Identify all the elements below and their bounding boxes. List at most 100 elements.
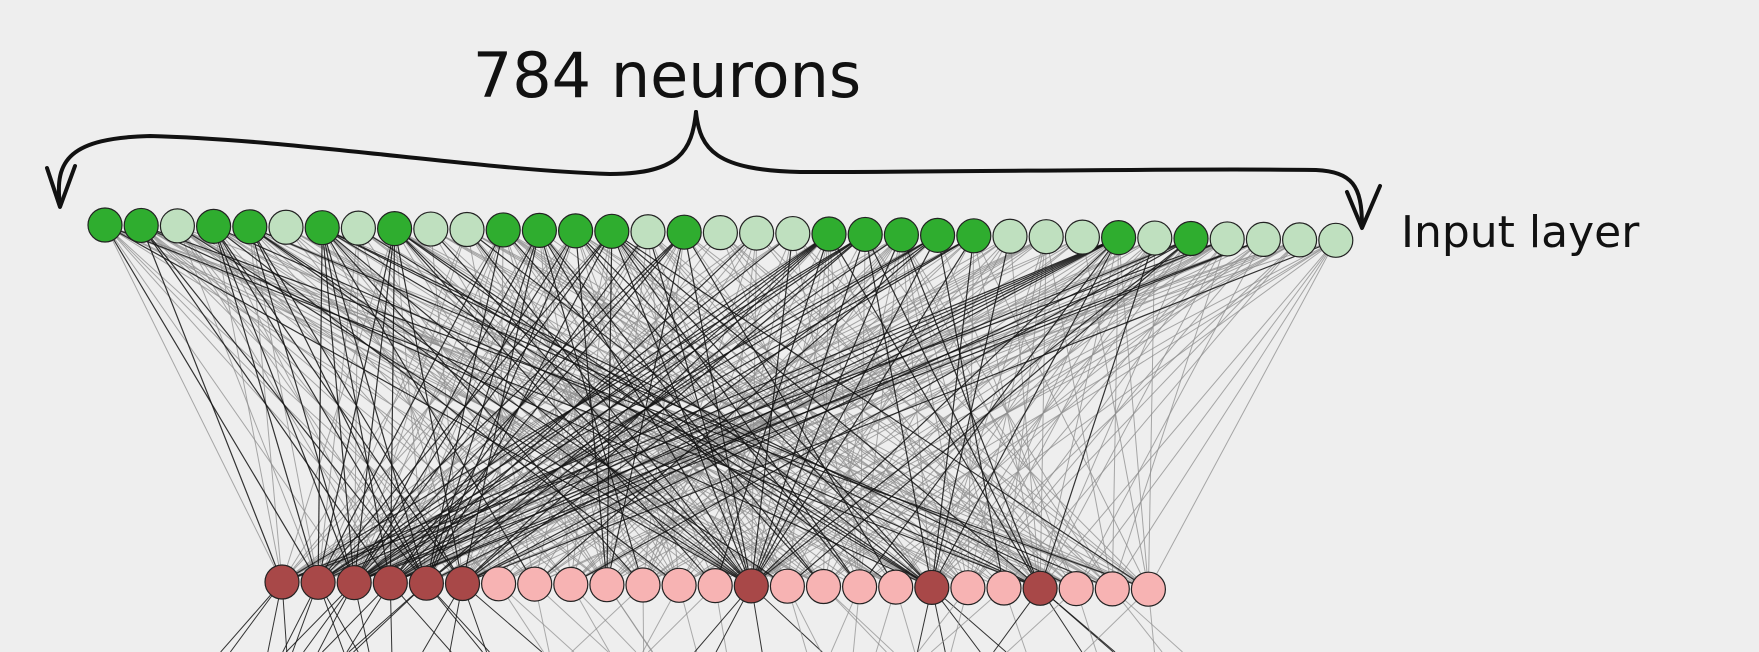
hidden-neuron-3 bbox=[372, 565, 408, 601]
input-neuron-1 bbox=[123, 207, 159, 244]
edge-input-30-hidden-2 bbox=[353, 237, 1192, 584]
input-neuron-3 bbox=[196, 208, 232, 244]
edge-input-12-hidden-2 bbox=[353, 230, 540, 583]
input-neuron-5 bbox=[268, 209, 304, 245]
input-neuron-22 bbox=[883, 217, 920, 253]
edge-input-28-hidden-5 bbox=[462, 237, 1119, 585]
hidden-neuron-24 bbox=[1130, 571, 1167, 607]
input-layer-label: Input layer bbox=[1401, 207, 1640, 258]
hidden-neuron-18 bbox=[914, 569, 950, 606]
edge-input-8-hidden-13 bbox=[394, 228, 752, 587]
edge-input-34-hidden-13 bbox=[751, 239, 1337, 587]
hidden-neuron-14 bbox=[769, 568, 806, 604]
input-neuron-13 bbox=[557, 213, 594, 249]
edge-input-3-hidden-0 bbox=[213, 226, 283, 583]
hidden-neuron-20 bbox=[986, 570, 1022, 606]
edge-input-24-hidden-2 bbox=[353, 235, 975, 584]
edge-input-14-hidden-16 bbox=[611, 230, 861, 588]
input-neuron-18 bbox=[738, 215, 775, 251]
input-neuron-28 bbox=[1100, 220, 1137, 256]
edge-input-28-hidden-13 bbox=[750, 237, 1120, 587]
edge-input-1-hidden-0 bbox=[140, 225, 283, 583]
input-neuron-4 bbox=[232, 209, 268, 245]
right-arrow-head bbox=[1345, 184, 1382, 230]
hidden-neuron-10 bbox=[625, 567, 661, 603]
edge-input-34-hidden-22 bbox=[1075, 240, 1337, 589]
edge-input-3-hidden-1 bbox=[213, 226, 319, 583]
edge-input-32-hidden-2 bbox=[353, 238, 1264, 584]
edge-input-24-hidden-3 bbox=[389, 235, 975, 584]
hidden-neuron-15 bbox=[805, 568, 842, 605]
input-neuron-6 bbox=[304, 210, 340, 246]
edge-input-28-hidden-2 bbox=[353, 237, 1119, 584]
left-arrow-head bbox=[45, 164, 77, 209]
input-neuron-16 bbox=[666, 214, 702, 250]
hidden-neuron-23 bbox=[1094, 571, 1130, 607]
edge-input-8-hidden-1 bbox=[317, 228, 396, 583]
input-neuron-23 bbox=[919, 217, 956, 253]
input-neuron-17 bbox=[702, 215, 739, 251]
edge-input-6-hidden-1 bbox=[317, 227, 323, 583]
edge-input-21-hidden-1 bbox=[317, 233, 866, 583]
hidden-neuron-1 bbox=[300, 564, 336, 600]
hidden-neuron-0 bbox=[264, 564, 300, 600]
input-neuron-7 bbox=[340, 210, 376, 246]
hidden-neuron-11 bbox=[661, 567, 697, 603]
input-neuron-34 bbox=[1318, 222, 1354, 258]
edge-input-33-hidden-20 bbox=[1003, 239, 1300, 589]
input-neuron-32 bbox=[1245, 221, 1282, 257]
edge-input-34-hidden-23 bbox=[1111, 240, 1337, 590]
input-neuron-11 bbox=[485, 212, 521, 248]
hidden-neuron-19 bbox=[950, 570, 986, 606]
neuron-count-annotation: 784 neurons bbox=[473, 39, 861, 112]
edge-input-28-hidden-1 bbox=[317, 237, 1119, 583]
edge-input-33-hidden-7 bbox=[534, 239, 1300, 585]
hidden-neuron-5 bbox=[444, 565, 481, 602]
input-neuron-15 bbox=[630, 214, 666, 250]
hidden-neuron-9 bbox=[589, 567, 625, 603]
edge-input-21-hidden-13 bbox=[750, 234, 866, 587]
hidden-neuron-17 bbox=[878, 569, 914, 605]
input-neuron-2 bbox=[159, 208, 195, 244]
edge-input-29-hidden-21 bbox=[1039, 237, 1156, 589]
input-neuron-19 bbox=[775, 215, 811, 252]
edge-input-4-hidden-2 bbox=[249, 226, 355, 583]
edge-input-11-hidden-1 bbox=[317, 229, 504, 583]
edge-input-34-hidden-5 bbox=[462, 239, 1337, 585]
edge-input-24-hidden-13 bbox=[750, 235, 975, 587]
hidden-neuron-7 bbox=[517, 566, 553, 602]
edge-input-14-hidden-2 bbox=[353, 230, 613, 583]
brace-right-arm bbox=[694, 110, 1364, 228]
input-neuron-9 bbox=[413, 211, 449, 247]
edge-input-31-hidden-0 bbox=[281, 238, 1228, 583]
input-neuron-8 bbox=[377, 211, 413, 247]
input-layer-neurons bbox=[87, 207, 1354, 258]
input-neuron-14 bbox=[594, 213, 630, 249]
input-neuron-31 bbox=[1209, 221, 1245, 257]
edge-input-8-hidden-2 bbox=[353, 228, 396, 583]
input-neuron-29 bbox=[1137, 220, 1173, 256]
input-neuron-24 bbox=[956, 218, 992, 254]
hidden-neuron-2 bbox=[336, 564, 372, 601]
hidden-neuron-16 bbox=[841, 569, 878, 605]
edge-input-28-hidden-0 bbox=[281, 237, 1119, 583]
input-neuron-12 bbox=[521, 212, 558, 248]
edge-input-6-hidden-18 bbox=[321, 227, 933, 588]
edge-input-20-hidden-12 bbox=[714, 233, 830, 586]
edge-input-23-hidden-13 bbox=[750, 235, 939, 587]
edge-input-8-hidden-12 bbox=[394, 228, 716, 587]
hidden-neuron-21 bbox=[1022, 570, 1058, 606]
brace-left-arm bbox=[56, 110, 698, 207]
input-neuron-10 bbox=[449, 211, 485, 248]
edge-input-30-hidden-14 bbox=[787, 238, 1192, 587]
input-neuron-33 bbox=[1281, 222, 1318, 258]
edge-input-0-hidden-0 bbox=[104, 224, 283, 583]
input-neuron-26 bbox=[1028, 219, 1064, 255]
edge-input-32-hidden-3 bbox=[390, 238, 1264, 584]
hidden-neuron-6 bbox=[481, 566, 517, 602]
input-neuron-21 bbox=[847, 216, 883, 253]
input-neuron-20 bbox=[811, 216, 847, 252]
edge-input-34-hidden-21 bbox=[1039, 239, 1337, 589]
input-neuron-25 bbox=[992, 218, 1028, 254]
